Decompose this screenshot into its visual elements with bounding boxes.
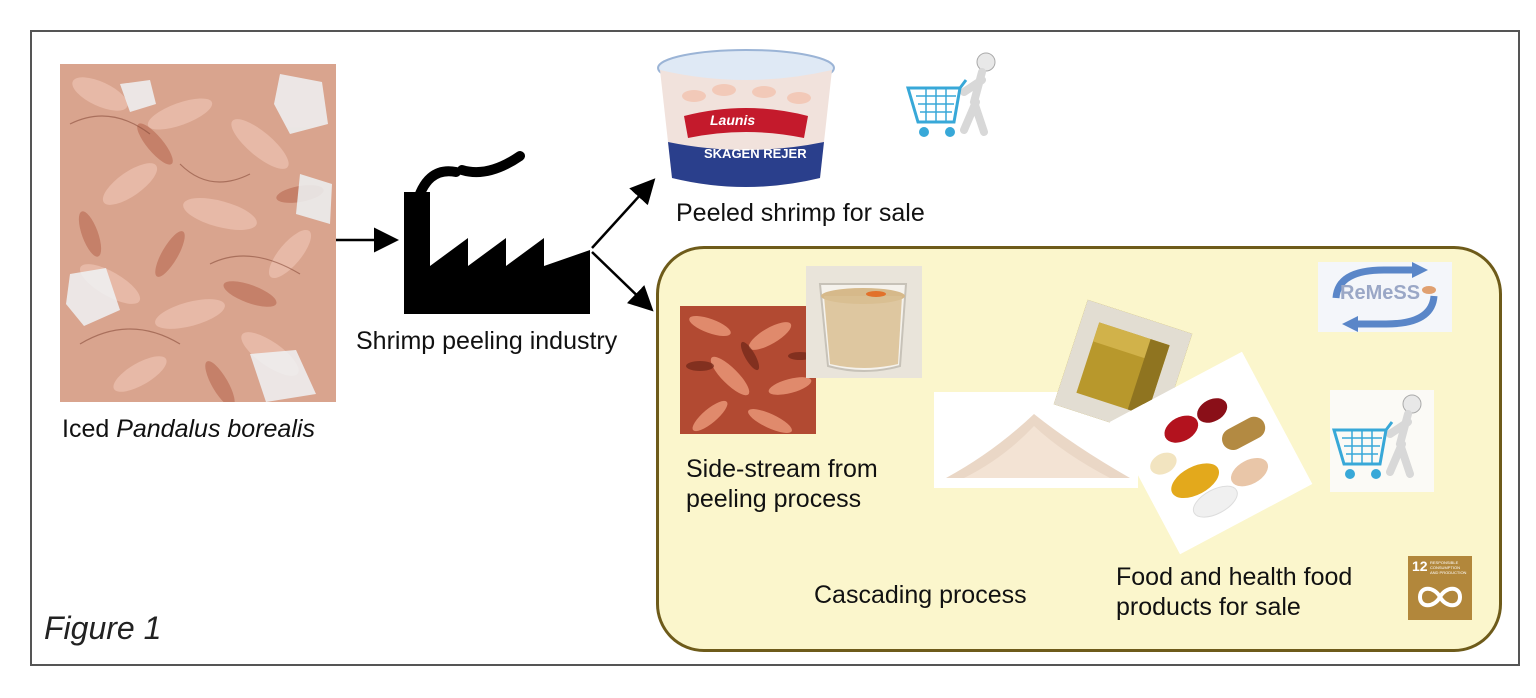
sdg-text: RESPONSIBLE CONSUMPTION AND PRODUCTION <box>1430 560 1467 575</box>
species-name: Pandalus borealis <box>116 415 315 443</box>
iced-shrimp-label: Iced Pandalus borealis <box>62 414 315 444</box>
cascading-label: Cascading process <box>814 581 1027 609</box>
side-stream-label-line1: Side-stream from <box>686 455 878 483</box>
remess-logo: ReMeSS <box>1318 262 1452 332</box>
broth-cube-photo <box>1053 299 1193 439</box>
factory-icon <box>396 146 594 316</box>
infinity-icon <box>1417 586 1463 608</box>
tub-product: SKAGEN REJER <box>704 146 807 161</box>
shrimp-tub-image: Launis SKAGEN REJER <box>654 46 838 192</box>
food-label-line1: Food and health food <box>1116 563 1353 591</box>
liquid-beaker-photo <box>806 266 922 378</box>
arrow-to-cascade <box>591 251 654 312</box>
figure-label: Figure 1 <box>44 610 162 646</box>
food-label-line2: products for sale <box>1116 593 1301 621</box>
industry-label: Shrimp peeling industry <box>356 327 618 355</box>
arrow-to-peeled <box>591 178 656 249</box>
shopping-cart-person-icon-2 <box>1330 390 1434 492</box>
iced-prefix: Iced <box>62 415 117 443</box>
capsules-photo <box>1109 351 1313 555</box>
tub-brand: Launis <box>710 112 756 128</box>
figure-frame <box>30 30 1520 666</box>
sdg-number: 12 <box>1412 558 1428 574</box>
iced-shrimp-photo <box>60 64 336 402</box>
shrimp-shells-photo <box>680 306 816 434</box>
shopping-cart-person-icon <box>904 52 1008 152</box>
sdg-12-logo: 12 RESPONSIBLE CONSUMPTION AND PRODUCTIO… <box>1408 556 1472 620</box>
shrimp-mini-icon <box>1422 286 1436 294</box>
side-stream-label-line2: peeling process <box>686 485 862 513</box>
remess-logo-text: ReMeSS <box>1340 282 1421 304</box>
peeled-shrimp-label: Peeled shrimp for sale <box>676 199 925 227</box>
